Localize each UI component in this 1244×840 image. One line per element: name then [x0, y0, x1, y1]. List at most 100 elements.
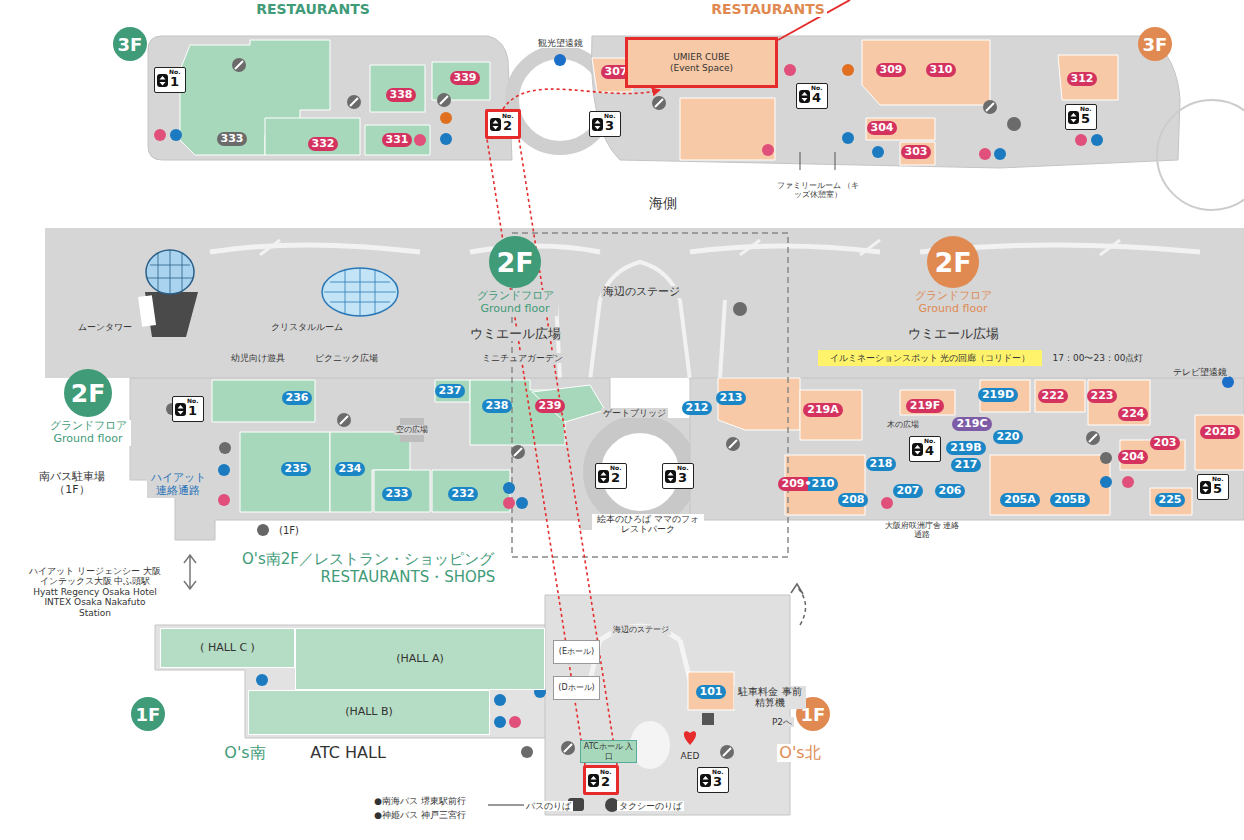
map-label: グランドフロア Ground floor [910, 290, 996, 315]
shop-number: 205A [1000, 493, 1039, 507]
map-shape [414, 134, 426, 146]
map-shape [509, 716, 521, 728]
node-text: 309 [880, 63, 903, 76]
elevator-body [1068, 111, 1079, 124]
node-text: 219F [910, 399, 940, 412]
elevator-body [799, 90, 810, 103]
node-text: 333 [221, 132, 244, 145]
route-line [503, 89, 660, 109]
floor-badge: 3F [1138, 27, 1172, 61]
map-shape [979, 148, 991, 160]
floor-badge: 3F [113, 27, 147, 61]
map-shape [260, 240, 1120, 255]
elevator-prefix: No. [1212, 475, 1223, 482]
map-label: ウミエール広場 [468, 327, 563, 342]
map-label: 幼児向け遊具 [229, 353, 287, 363]
elevator-icon [588, 772, 599, 787]
map-shape [784, 64, 796, 76]
node-text: ATCホール 入口 [583, 742, 634, 760]
map-label: ムーンタワー [76, 322, 134, 332]
elevator-arrows [1203, 483, 1209, 493]
elevator-icon [665, 468, 676, 483]
map-shape [184, 555, 196, 589]
node-text: 303 [905, 145, 928, 158]
map-shape [688, 672, 734, 710]
shop-number: 310 [926, 63, 957, 77]
map-label: 17：00〜23：00点灯 [1051, 353, 1146, 363]
elevator-prefix: No. [677, 464, 688, 471]
node-text: 332 [312, 137, 335, 150]
map-shape [503, 497, 515, 509]
map-shape [148, 36, 512, 160]
node-text: 3F [118, 34, 143, 55]
map-shape [494, 716, 506, 728]
node-text: 206 [939, 484, 962, 497]
node-text: (HALL A) [396, 653, 444, 666]
map-shape [147, 250, 193, 294]
map-shape [1100, 476, 1112, 488]
map-label: 絵本のひろば ママのフォレストパーク [592, 514, 704, 535]
map-shape [322, 268, 398, 316]
map-shape [45, 228, 1244, 378]
map-shape [872, 146, 884, 158]
elevator-sign: No.4 [796, 83, 828, 109]
elevator-arrows [1071, 113, 1077, 123]
node-text: 234 [339, 462, 362, 475]
elevator-icon [1068, 109, 1079, 124]
shop-number: 219F [906, 399, 944, 413]
route-dots [503, 89, 660, 109]
map-shape [440, 112, 452, 124]
map-label: ピクニック広場 [313, 353, 380, 363]
node-text: 232 [452, 487, 475, 500]
elevator-body [157, 74, 168, 87]
shop-number: 204 [1118, 450, 1149, 464]
elevator-icon [912, 441, 923, 456]
map-label: ATC HALL [308, 744, 388, 762]
shop-number: 223 [1087, 389, 1118, 403]
shop-number: 209•210 [778, 477, 839, 491]
map-shape [592, 36, 1180, 168]
elevator-icon [592, 116, 603, 131]
map-label: ●南海バス 堺東駅前行 [372, 796, 468, 806]
node-text: 224 [1122, 407, 1145, 420]
map-shape [690, 378, 1244, 520]
map-label: RESTAURANTS [709, 1, 827, 17]
map-label: グランドフロア Ground floor [472, 290, 558, 315]
node-text: 205A [1004, 493, 1035, 506]
map-shape [900, 390, 955, 415]
map-shape [240, 432, 330, 512]
elevator-sign: No.4 [909, 436, 941, 462]
node-text: 219D [982, 388, 1014, 401]
area-box: イルミネーションスポット 光の回廊（コリドー） [818, 350, 1042, 366]
map-shape [210, 245, 1200, 252]
map-label: ハイアット 連絡通路 [147, 472, 209, 497]
map-shape [1058, 55, 1118, 100]
map-shape [800, 390, 862, 440]
floor-badge: 2F [489, 236, 541, 288]
shop-number: 331 [382, 133, 413, 147]
node-text: 339 [454, 71, 477, 84]
map-shape [516, 497, 528, 509]
area-box: UMIER CUBE(Event Space) [625, 37, 778, 88]
elevator-prefix: No. [610, 464, 621, 471]
map-shape [862, 40, 990, 105]
map-label: ミニチュアガーデン [480, 353, 565, 363]
floor-3f [148, 0, 1244, 210]
elevator-body [912, 443, 923, 456]
map-shape [257, 524, 269, 536]
elevator-number: 4 [925, 443, 934, 459]
node-text: (Eホール) [559, 647, 594, 656]
map-shape [146, 250, 194, 294]
node-text: 2F [934, 247, 971, 278]
map-shape [842, 64, 854, 76]
map-shape [990, 455, 1110, 515]
facility-icons [154, 58, 1134, 759]
shop-number: 219A [803, 403, 842, 417]
node-text: (HALL B) [345, 706, 393, 719]
map-shape [798, 588, 806, 625]
map-label: ゲートブリッジ [601, 408, 668, 418]
map-shape [218, 464, 230, 476]
elevator-arrows [703, 776, 709, 786]
map-shape [494, 694, 506, 706]
elevator-icon [1200, 479, 1211, 494]
